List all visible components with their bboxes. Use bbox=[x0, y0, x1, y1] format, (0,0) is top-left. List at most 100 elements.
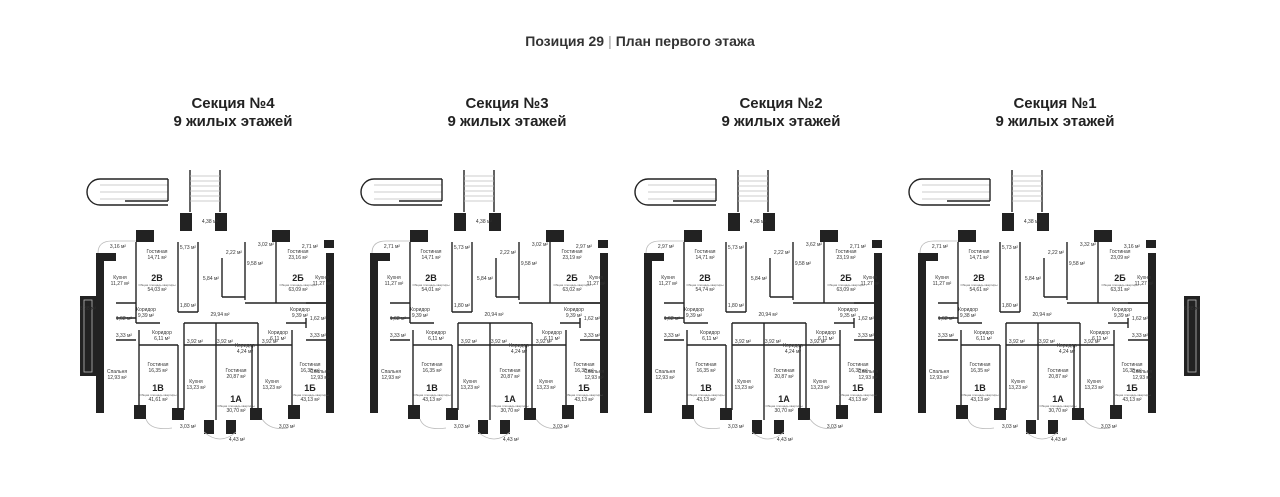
wall bbox=[1094, 230, 1112, 242]
wall bbox=[288, 405, 300, 419]
apartment-note: Общая площадь квартиры bbox=[827, 283, 864, 287]
room-label: Кухня bbox=[113, 275, 127, 281]
room-label: 4,43 м² bbox=[777, 437, 794, 443]
room-label: Кухня bbox=[1011, 379, 1025, 385]
room-label: Коридор bbox=[268, 330, 288, 336]
room-label: 5,84 м² bbox=[203, 276, 220, 282]
room-label: 9,39 м² bbox=[412, 313, 429, 319]
wall bbox=[1026, 420, 1036, 434]
wall bbox=[1110, 405, 1122, 419]
room-label: Кухня bbox=[1087, 379, 1101, 385]
wall bbox=[918, 253, 938, 261]
wall bbox=[682, 405, 694, 419]
apartment-note: Общая площадь квартиры bbox=[491, 404, 528, 408]
wall bbox=[446, 408, 458, 420]
room-label: 9,39 м² bbox=[292, 313, 309, 319]
room-label: 3,33 м² bbox=[938, 333, 955, 339]
room-label: Коридор bbox=[684, 307, 704, 313]
room-label: 5,84 м² bbox=[477, 276, 494, 282]
apartment-type: 1Б bbox=[304, 383, 316, 393]
wall bbox=[370, 253, 390, 261]
room-label: Кухня bbox=[539, 379, 553, 385]
room-label: 23,09 м² bbox=[1110, 255, 1129, 261]
room-label: 12,93 м² bbox=[929, 375, 948, 381]
section-name: Секция №2 bbox=[739, 95, 823, 112]
wall bbox=[958, 230, 976, 242]
room-label: 9,38 м² bbox=[960, 313, 977, 319]
wall bbox=[370, 253, 378, 413]
position-label: Позиция 29 bbox=[525, 33, 605, 49]
ramp bbox=[86, 178, 168, 206]
room-label: Кухня bbox=[589, 275, 603, 281]
room-label: 20,87 м² bbox=[500, 374, 519, 380]
room-label: Кухня bbox=[737, 379, 751, 385]
room-label: 9,39 м² bbox=[566, 313, 583, 319]
room-label: 13,23 м² bbox=[810, 385, 829, 391]
room-label: 6,11 м² bbox=[818, 336, 834, 342]
loggia bbox=[751, 431, 785, 440]
room-label: 9,35 м² bbox=[840, 313, 857, 319]
room-label: Коридор bbox=[235, 343, 255, 349]
room-label: 13,23 м² bbox=[186, 385, 205, 391]
room-label: 9,39 м² bbox=[138, 313, 155, 319]
room-label: Кухня bbox=[661, 275, 675, 281]
room-label: 5,73 м² bbox=[180, 245, 197, 251]
room-label: 29,94 м² bbox=[210, 312, 229, 318]
room-label: 4,24 м² bbox=[237, 349, 254, 355]
wall bbox=[250, 408, 262, 420]
loggia bbox=[1083, 418, 1111, 429]
apartment-note: Общая площадь квартиры bbox=[1039, 404, 1076, 408]
room-label: Гостиная bbox=[562, 249, 583, 255]
room-label: 1,80 м² bbox=[180, 303, 197, 309]
room-label: 4,38 м² bbox=[750, 219, 767, 225]
room-label: Спальня bbox=[107, 369, 127, 375]
wall bbox=[644, 253, 664, 261]
room-label: Гостиная bbox=[970, 362, 991, 368]
section-name: Секция №3 bbox=[465, 95, 549, 112]
room-label: 20,94 м² bbox=[758, 312, 777, 318]
wall bbox=[600, 253, 608, 413]
loggia bbox=[967, 418, 995, 429]
apartment-type: 1Б bbox=[578, 383, 590, 393]
room-label: Гостиная bbox=[288, 249, 309, 255]
room-label: 23,19 м² bbox=[836, 255, 855, 261]
balcony bbox=[645, 240, 684, 254]
room-label: 43,13 м² bbox=[970, 397, 989, 403]
room-label: 5,84 м² bbox=[751, 276, 768, 282]
room-label: 16,35 м² bbox=[696, 368, 715, 374]
apartment-type: 2Б bbox=[566, 273, 578, 283]
wall bbox=[774, 420, 784, 434]
wall bbox=[326, 253, 334, 413]
room-label: 23,19 м² bbox=[562, 255, 581, 261]
room-label: 16,35 м² bbox=[970, 368, 989, 374]
room-label: 3,33 м² bbox=[390, 333, 407, 339]
room-label: 1,62 м² bbox=[664, 316, 681, 322]
apartment-note: Общая площадь квартиры bbox=[1113, 393, 1150, 397]
room-label: 11,27 м² bbox=[313, 281, 332, 287]
room-label: 3,16 м² bbox=[110, 244, 127, 250]
room-label: 4,43 м² bbox=[503, 437, 520, 443]
room-label: 1,80 м² bbox=[454, 303, 471, 309]
ramp bbox=[908, 178, 990, 206]
wall bbox=[226, 420, 236, 434]
room-label: 14,71 м² bbox=[421, 255, 440, 261]
room-label: 5,73 м² bbox=[1002, 245, 1019, 251]
wall bbox=[524, 408, 536, 420]
room-label: Кухня bbox=[863, 275, 877, 281]
room-label: 3,92 м² bbox=[810, 339, 827, 345]
room-label: 20,87 м² bbox=[774, 374, 793, 380]
room-label: Кухня bbox=[463, 379, 477, 385]
wall bbox=[215, 213, 227, 231]
room-label: Гостиная bbox=[836, 249, 857, 255]
loggia bbox=[693, 418, 721, 429]
room-label: Гостиная bbox=[574, 362, 595, 368]
section-2-heading: Секция №2 9 жилых этажей bbox=[681, 95, 881, 131]
room-label: 54,03 м² bbox=[147, 287, 166, 293]
room-label: 1,80 м² bbox=[1002, 303, 1019, 309]
apartment-note: Общая площадь квартиры bbox=[687, 393, 724, 397]
wall bbox=[836, 405, 848, 419]
room-label: 4,38 м² bbox=[202, 219, 219, 225]
room-label: 4,24 м² bbox=[785, 349, 802, 355]
